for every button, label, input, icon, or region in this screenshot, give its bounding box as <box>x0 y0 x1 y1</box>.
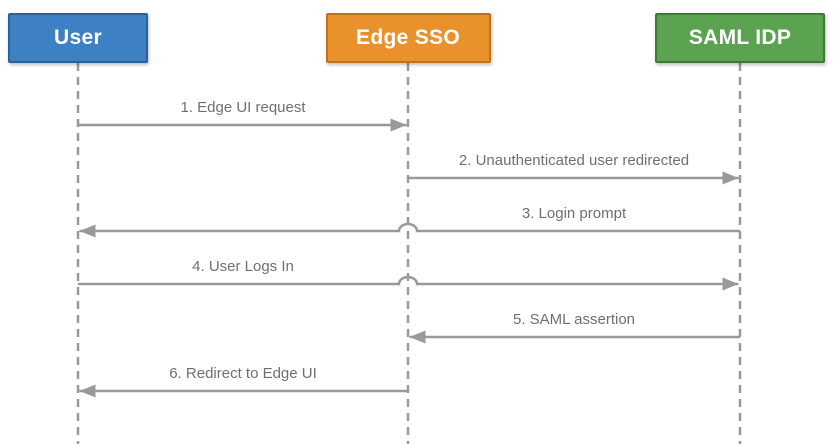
actor-box-edge-sso: Edge SSO <box>325 13 491 63</box>
message-arrow-4 <box>78 275 739 286</box>
message-label-1: 1. Edge UI request <box>180 99 306 116</box>
message-label-4: 4. User Logs In <box>192 258 294 275</box>
actor-label-saml-idp: SAML IDP <box>688 26 792 49</box>
message-label-2: 2. Unauthenticated user redirected <box>458 152 690 169</box>
actor-label-user: User <box>54 26 102 49</box>
message-arrowhead-2 <box>722 171 739 185</box>
message-arrowhead-3 <box>79 224 96 238</box>
actor-box-saml-idp: SAML IDP <box>655 13 825 63</box>
message-arrowhead-4 <box>722 277 739 291</box>
message-label-5: 5. SAML assertion <box>513 311 635 328</box>
actor-label-edge-sso: Edge SSO <box>356 26 460 49</box>
message-label-3: 3. Login prompt <box>521 205 627 222</box>
actor-box-user: User <box>8 13 148 63</box>
message-arrowhead-6 <box>79 384 96 398</box>
message-label-6: 6. Redirect to Edge UI <box>169 365 317 382</box>
message-arrow-3 <box>79 222 740 233</box>
message-arrowhead-5 <box>409 330 426 344</box>
message-arrowhead-1 <box>390 118 407 132</box>
